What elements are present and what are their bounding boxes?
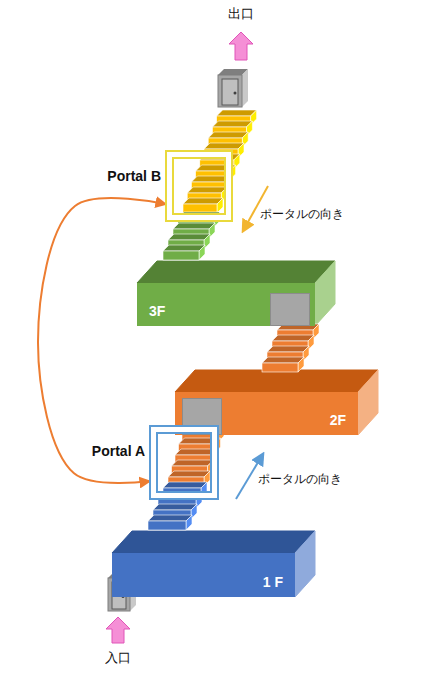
direction-arrow bbox=[229, 32, 253, 60]
floor-label: 1 F bbox=[263, 574, 283, 591]
stair-step bbox=[183, 198, 223, 213]
stair-step bbox=[148, 515, 192, 530]
floor-box: 3F bbox=[137, 283, 315, 326]
portal-label-holder: Portal B bbox=[107, 166, 161, 185]
portal-label: Portal A bbox=[92, 443, 145, 459]
portal-frame: Portal A bbox=[149, 425, 219, 500]
floor-label: 2F bbox=[330, 412, 346, 429]
floor-top-face bbox=[175, 370, 378, 392]
direction-note: ポータルの向き bbox=[258, 472, 342, 486]
portal-frame: Portal B bbox=[165, 150, 233, 222]
elevator-block bbox=[182, 398, 222, 435]
elevator-block bbox=[270, 293, 310, 326]
exit-label: 出口 bbox=[228, 6, 254, 22]
portal-label: Portal B bbox=[107, 168, 161, 184]
stair-step bbox=[163, 245, 205, 260]
floor-top-face bbox=[112, 531, 315, 553]
entrance-label: 入口 bbox=[105, 650, 131, 666]
floor-faces bbox=[112, 261, 378, 597]
direction-arrow bbox=[106, 617, 130, 643]
direction-note: ポータルの向き bbox=[260, 207, 344, 221]
floor-top-face bbox=[137, 261, 335, 283]
floor-label: 3F bbox=[149, 303, 165, 320]
stair-step bbox=[262, 357, 304, 372]
portal-label-holder: Portal A bbox=[92, 441, 145, 460]
portal-link-arrow bbox=[38, 198, 165, 483]
door-icon bbox=[218, 69, 248, 107]
floor-side-face bbox=[315, 261, 335, 326]
floor-side-face bbox=[358, 370, 378, 435]
floor-side-face bbox=[295, 531, 315, 597]
floor-box: 1 F bbox=[112, 553, 295, 597]
floor-box: 2F bbox=[175, 392, 358, 435]
door-group bbox=[106, 32, 253, 643]
